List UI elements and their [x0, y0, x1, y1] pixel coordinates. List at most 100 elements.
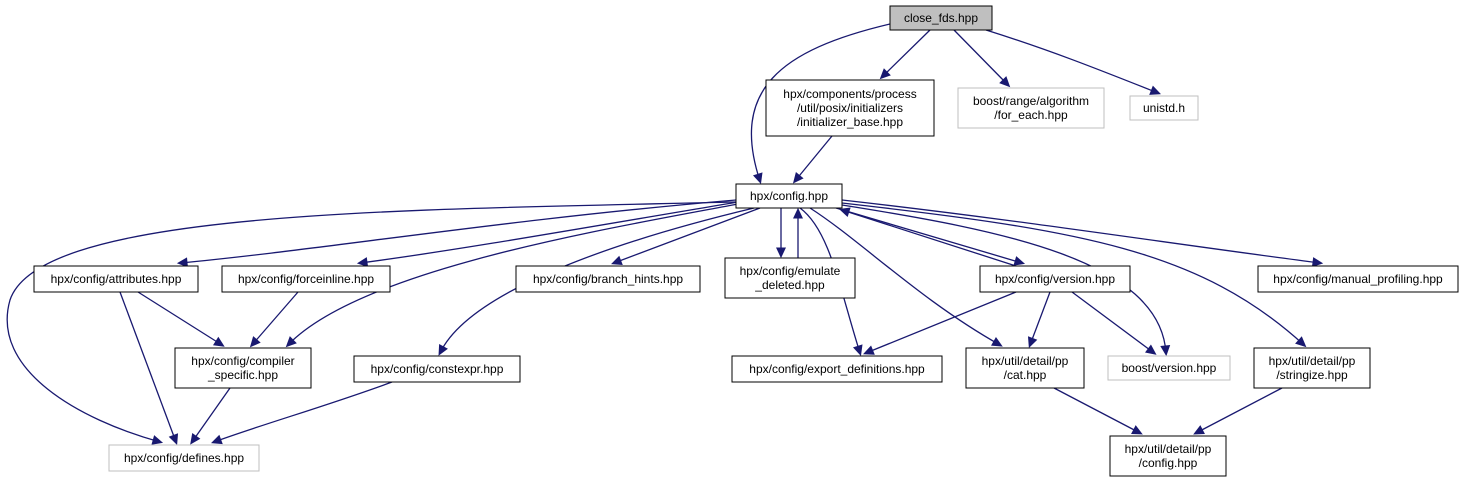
node-label: /initializer_base.hpp	[797, 115, 903, 129]
edge-arrowhead	[863, 345, 875, 355]
node-label: hpx/config/constexpr.hpp	[371, 362, 504, 376]
node-box	[221, 265, 391, 293]
edge-line	[213, 381, 393, 443]
edge-arrowhead	[190, 432, 201, 445]
edge-line	[794, 135, 833, 182]
edge-arrowhead	[1013, 256, 1026, 266]
edge-config-to-defines	[6, 201, 737, 445]
node-label: boost/range/algorithm	[973, 94, 1089, 108]
node-box	[174, 347, 312, 389]
node-unistd[interactable]: unistd.h	[1129, 95, 1199, 121]
node-box	[731, 355, 943, 383]
edge-line	[985, 29, 1159, 94]
edge-line	[953, 29, 1009, 86]
edge-arrowhead	[1131, 425, 1143, 435]
node-box	[979, 265, 1131, 293]
edges-layer	[6, 23, 1324, 445]
node-label: unistd.h	[1143, 101, 1185, 115]
edge-line	[835, 207, 1023, 264]
node-boost-version[interactable]: boost/version.hpp	[1107, 355, 1231, 381]
edge-emulate_deleted-to-config	[793, 207, 803, 258]
edge-attributes-to-compiler_specific	[137, 291, 225, 347]
node-branch-hints[interactable]: hpx/config/branch_hints.hpp	[515, 265, 701, 293]
node-label: hpx/config/export_definitions.hpp	[749, 362, 925, 376]
edge-compiler_specific-to-defines	[190, 387, 231, 445]
node-label: _specific.hpp	[207, 368, 278, 382]
node-box	[724, 257, 856, 299]
edge-arrowhead	[211, 434, 223, 445]
node-pp-cat[interactable]: hpx/util/detail/pp/cat.hpp	[965, 347, 1085, 389]
node-label: hpx/config/forceinline.hpp	[238, 272, 374, 286]
edge-arrowhead	[879, 68, 891, 80]
edge-config-to-compiler_specific	[285, 203, 739, 348]
node-label: /cat.hpp	[1004, 368, 1047, 382]
node-label: /stringize.hpp	[1276, 368, 1348, 382]
node-pp-stringize[interactable]: hpx/util/detail/pp/stringize.hpp	[1253, 347, 1371, 389]
node-label: hpx/config.hpp	[750, 189, 828, 203]
edge-attributes-to-defines	[119, 291, 179, 445]
edge-arrowhead	[1295, 336, 1307, 348]
edge-config-to-manual_profiling	[841, 199, 1324, 267]
node-label: /config.hpp	[1139, 456, 1198, 470]
node-box	[889, 5, 993, 31]
node-label: /for_each.hpp	[994, 108, 1068, 122]
node-emulate-deleted[interactable]: hpx/config/emulate_deleted.hpp	[724, 257, 856, 299]
edge-arrowhead	[999, 76, 1011, 88]
edge-arrowhead	[285, 336, 297, 348]
node-defines[interactable]: hpx/config/defines.hpp	[108, 444, 260, 472]
node-box	[1129, 95, 1199, 121]
edge-forceinline-to-compiler_specific	[249, 291, 299, 348]
node-compiler-specific[interactable]: hpx/config/compiler_specific.hpp	[174, 347, 312, 389]
edge-line	[613, 207, 761, 264]
node-label: hpx/config/defines.hpp	[124, 451, 244, 465]
edge-arrowhead	[176, 257, 188, 268]
node-label: hpx/util/detail/pp	[982, 354, 1069, 368]
edge-line	[1071, 291, 1155, 354]
node-box	[353, 355, 521, 383]
edge-config-to-pp_cat	[809, 207, 1003, 347]
node-box	[957, 87, 1105, 129]
edge-arrowhead	[853, 344, 863, 357]
node-boost-for-each[interactable]: boost/range/algorithm/for_each.hpp	[957, 87, 1105, 129]
node-manual-profiling[interactable]: hpx/config/manual_profiling.hpp	[1257, 265, 1459, 293]
edge-line	[179, 199, 737, 264]
node-initializer-base[interactable]: hpx/components/process/util/posix/initia…	[765, 79, 935, 137]
edge-arrowhead	[838, 207, 851, 218]
edge-line	[1053, 387, 1141, 434]
edge-arrowhead	[151, 435, 164, 445]
node-box	[1109, 435, 1227, 477]
edge-line	[750, 23, 891, 182]
edge-arrowhead	[1311, 257, 1324, 267]
edge-line	[865, 291, 1017, 354]
node-pp-config[interactable]: hpx/util/detail/pp/config.hpp	[1109, 435, 1227, 477]
edge-line	[137, 291, 223, 346]
edge-close_fds-to-initializer_base	[879, 29, 931, 80]
node-attributes[interactable]: hpx/config/attributes.hpp	[33, 265, 199, 293]
node-forceinline[interactable]: hpx/config/forceinline.hpp	[221, 265, 391, 293]
edge-line	[287, 203, 739, 346]
node-config[interactable]: hpx/config.hpp	[735, 183, 843, 209]
node-label: hpx/config/emulate	[740, 264, 841, 278]
node-constexpr[interactable]: hpx/config/constexpr.hpp	[353, 355, 521, 383]
node-version[interactable]: hpx/config/version.hpp	[979, 265, 1131, 293]
edge-line	[359, 201, 739, 264]
edge-initializer_base-to-config	[792, 135, 833, 184]
edge-arrowhead	[991, 336, 1003, 347]
node-export-definitions[interactable]: hpx/config/export_definitions.hpp	[731, 355, 943, 383]
edge-arrowhead	[1027, 336, 1038, 348]
edge-line	[881, 29, 931, 78]
node-label: hpx/config/attributes.hpp	[51, 272, 182, 286]
edge-version-to-boost_version	[1071, 291, 1157, 355]
edge-arrowhead	[249, 336, 261, 348]
node-label: hpx/util/detail/pp	[1269, 354, 1356, 368]
node-close-fds[interactable]: close_fds.hpp	[889, 5, 993, 31]
edge-arrowhead	[1149, 85, 1161, 95]
node-label: hpx/config/manual_profiling.hpp	[1273, 272, 1443, 286]
node-box	[33, 265, 199, 293]
edge-config-to-branch_hints	[611, 207, 761, 266]
edge-constexpr-to-defines	[211, 381, 393, 445]
edge-line	[6, 201, 737, 443]
node-box	[108, 444, 260, 472]
node-label: hpx/util/detail/pp	[1125, 442, 1212, 456]
edge-config-to-version	[835, 207, 1026, 266]
